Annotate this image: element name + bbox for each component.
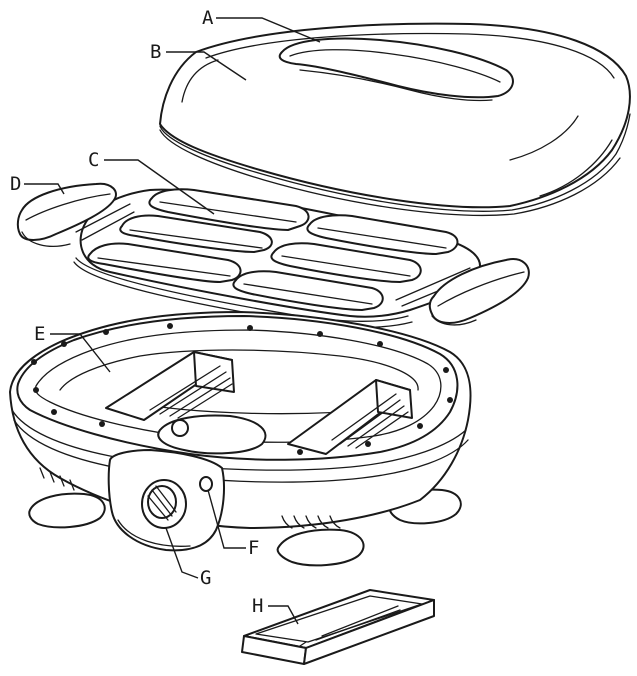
label-g: G — [200, 567, 211, 589]
label-c: C — [88, 149, 99, 171]
tray-handle-left — [16, 182, 135, 247]
label-b: B — [150, 41, 161, 63]
label-d: D — [10, 173, 21, 195]
leader-lines — [24, 17, 321, 625]
lid — [159, 22, 631, 216]
suction-foot-left — [28, 492, 106, 529]
rim-screw-holes — [31, 323, 453, 455]
label-h: H — [252, 595, 263, 617]
drip-tray — [241, 589, 435, 665]
base-housing — [9, 311, 472, 567]
vent-slots-left — [39, 467, 75, 491]
temperature-knob — [141, 479, 187, 529]
tray-handle-right — [395, 258, 530, 326]
label-a: A — [202, 7, 214, 29]
label-f: F — [248, 537, 259, 559]
indicator-light — [199, 476, 213, 492]
vent-slots-front — [281, 515, 341, 529]
label-e: E — [34, 323, 45, 345]
lid-handle — [278, 37, 514, 102]
tray — [73, 188, 481, 328]
suction-foot-front — [276, 528, 365, 567]
